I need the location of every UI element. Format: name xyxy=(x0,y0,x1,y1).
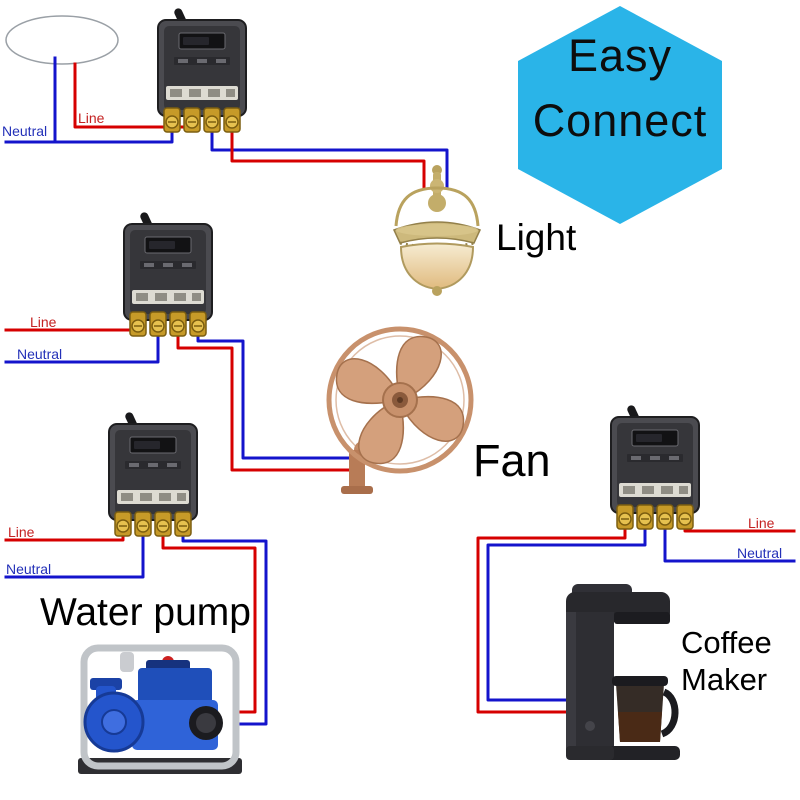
water-pump xyxy=(78,644,242,774)
module3-neutral-label: Neutral xyxy=(6,561,52,577)
light-label: Light xyxy=(496,217,577,258)
coffee-maker-label-line1: Coffee xyxy=(681,625,772,660)
module4-line-label: Line xyxy=(748,515,775,531)
easy-connect-line2: Connect xyxy=(532,95,708,146)
module2-neutral-label: Neutral xyxy=(17,346,63,362)
ceiling-rose xyxy=(5,15,119,65)
module3-line-label: Line xyxy=(8,524,35,540)
coffee-maker xyxy=(566,584,680,760)
fan-label: Fan xyxy=(473,435,551,486)
relay-module-4 xyxy=(610,405,700,530)
wall-fan xyxy=(326,326,474,494)
relay-module-3 xyxy=(108,412,198,537)
module1-line-label: Line xyxy=(78,110,105,126)
neutral-wires xyxy=(4,56,796,726)
easy-connect-badge xyxy=(518,6,722,224)
module2-line-label: Line xyxy=(30,314,57,330)
coffee-maker-label-line2: Maker xyxy=(681,662,768,697)
module4-neutral-label: Neutral xyxy=(737,545,783,561)
relay-module-1 xyxy=(157,8,247,133)
easy-connect-line1: Easy xyxy=(567,30,673,81)
light-fixture xyxy=(392,165,482,296)
module1-neutral-label: Neutral xyxy=(2,123,48,139)
water-pump-label: Water pump xyxy=(40,591,251,634)
relay-module-2 xyxy=(123,212,213,337)
